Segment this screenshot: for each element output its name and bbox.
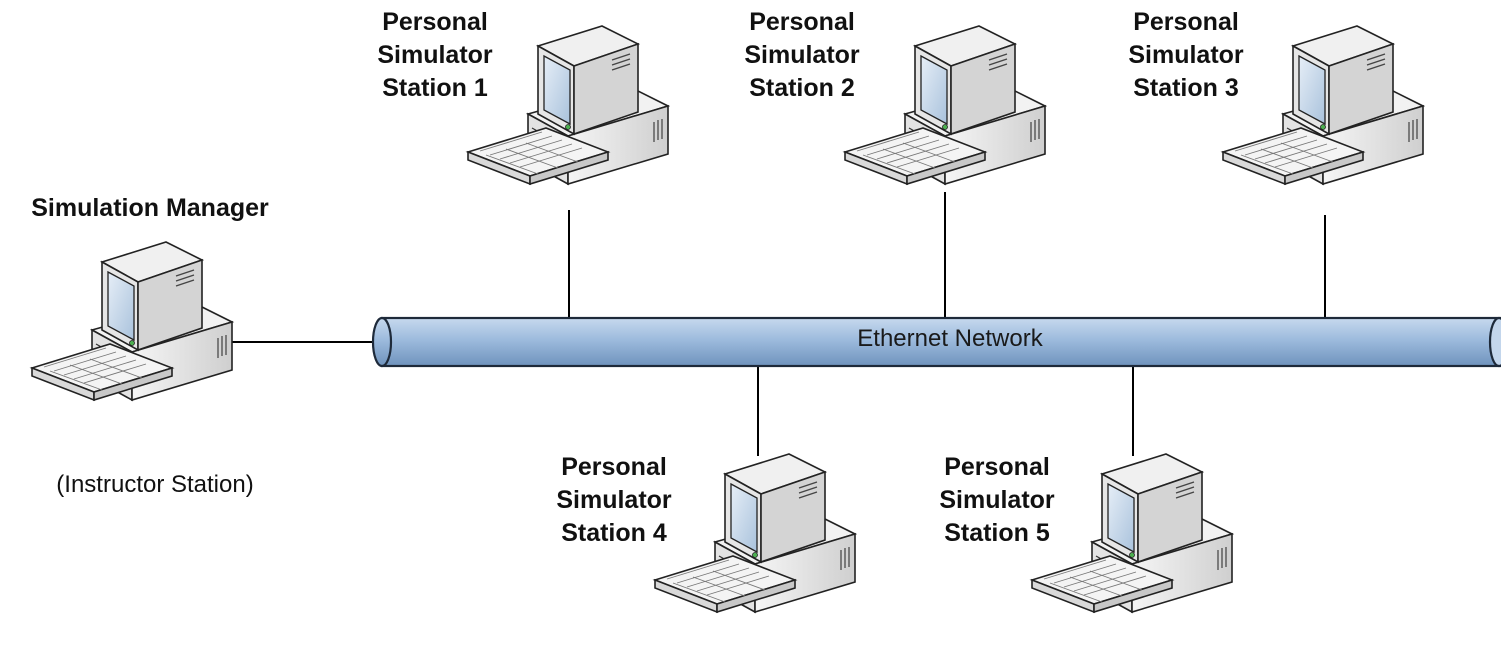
station-label-4: Personal Simulator Station 4 [534, 451, 694, 550]
station-1-line3: Station 1 [382, 74, 488, 102]
manager-subtitle: (Instructor Station) [20, 470, 290, 500]
station-label-5: Personal Simulator Station 5 [917, 451, 1077, 550]
station-4-line1: Personal [561, 453, 667, 481]
station-3-line1: Personal [1133, 8, 1239, 36]
station-5-line2: Simulator [939, 486, 1055, 514]
manager-subtitle-text: (Instructor Station) [56, 471, 254, 498]
station-4-line3: Station 4 [561, 519, 667, 547]
station-label-3: Personal Simulator Station 3 [1106, 6, 1266, 105]
network-label: Ethernet Network [857, 325, 1043, 352]
ethernet-bus [371, 316, 1501, 368]
station-2-line1: Personal [749, 8, 855, 36]
station-2-line2: Simulator [744, 41, 860, 69]
station-5-line3: Station 5 [944, 519, 1050, 547]
station-3-line3: Station 3 [1133, 74, 1239, 102]
computer-icon-manager [31, 241, 233, 401]
station-1-line2: Simulator [377, 41, 493, 69]
station-1-line1: Personal [382, 8, 488, 36]
station-label-2: Personal Simulator Station 2 [722, 6, 882, 105]
station-label-1: Personal Simulator Station 1 [355, 6, 515, 105]
station-3-line2: Simulator [1128, 41, 1244, 69]
station-2-line3: Station 2 [749, 74, 855, 102]
manager-title-text: Simulation Manager [31, 194, 269, 222]
station-4-line2: Simulator [556, 486, 672, 514]
manager-title: Simulation Manager [10, 192, 290, 225]
station-5-line1: Personal [944, 453, 1050, 481]
